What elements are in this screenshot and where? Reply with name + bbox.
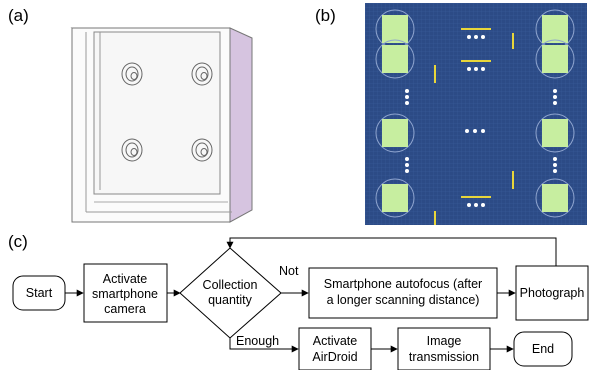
pad (542, 15, 568, 43)
pad (382, 45, 408, 73)
pad-ring (375, 178, 415, 218)
branch-enough-label: Enough (236, 334, 279, 348)
pad (382, 15, 408, 43)
activate-airdroid-node (298, 327, 372, 370)
dot (481, 67, 485, 71)
pad (542, 184, 568, 212)
activate-camera-line1: Activate (103, 272, 148, 286)
transmission-line2: transmission (409, 350, 479, 364)
pad-ring (375, 39, 415, 79)
dot (481, 129, 485, 133)
panel-label-a: (a) (8, 6, 29, 25)
pad-ring (375, 113, 415, 153)
pad (382, 184, 408, 212)
autofocus-line2: a longer scanning distance) (327, 293, 480, 307)
dot (474, 67, 478, 71)
dot (467, 67, 471, 71)
photograph-node (515, 265, 589, 321)
branch-not-label: Not (279, 264, 299, 278)
dot (553, 101, 557, 105)
dot (465, 129, 469, 133)
dot (553, 157, 557, 161)
autofocus-line1: Smartphone autofocus (after (324, 277, 482, 291)
screw-hole (121, 138, 143, 162)
photograph-label: Photograph (520, 286, 585, 300)
pad-ring (535, 113, 575, 153)
dot (481, 203, 485, 207)
autofocus-node (308, 267, 498, 319)
screw-hole (191, 138, 213, 162)
activate-camera-line3: camera (104, 302, 146, 316)
airdroid-line1: Activate (313, 334, 358, 348)
pad (382, 119, 408, 147)
dot (473, 129, 477, 133)
dot (553, 95, 557, 99)
pad (542, 45, 568, 73)
pad-ring (535, 178, 575, 218)
panel-label-c: (c) (8, 232, 28, 251)
dot (553, 169, 557, 173)
dot (474, 203, 478, 207)
dot (405, 95, 409, 99)
dot (553, 163, 557, 167)
dot (467, 203, 471, 207)
screw-hole (191, 62, 213, 86)
holder-recess (93, 31, 221, 195)
activate-camera-node (83, 263, 168, 323)
dot (553, 89, 557, 93)
holder-side-face (229, 27, 253, 223)
transmission-line1: Image (427, 334, 462, 348)
pcb-board-image (365, 3, 587, 225)
dot (405, 101, 409, 105)
dot (474, 35, 478, 39)
panel-label-b: (b) (315, 6, 336, 25)
screw-hole (121, 62, 143, 86)
pad (542, 119, 568, 147)
loop-arrow (226, 237, 557, 266)
airdroid-line2: AirDroid (312, 350, 357, 364)
dot (481, 35, 485, 39)
dot (467, 35, 471, 39)
decision-line1: Collection (203, 278, 258, 292)
dot (405, 89, 409, 93)
holder-3d-drawing (70, 27, 253, 223)
end-node (513, 331, 573, 367)
decision-line2: quantity (208, 293, 253, 307)
pad-ring (535, 39, 575, 79)
end-label: End (532, 342, 554, 356)
dot (405, 169, 409, 173)
start-label: Start (26, 286, 53, 300)
dot (405, 163, 409, 167)
flowchart: Start Activate smartphone camera Collect… (12, 237, 589, 370)
activate-camera-line2: smartphone (92, 287, 158, 301)
dot (405, 157, 409, 161)
arrow-decision-airdroid (229, 338, 299, 353)
